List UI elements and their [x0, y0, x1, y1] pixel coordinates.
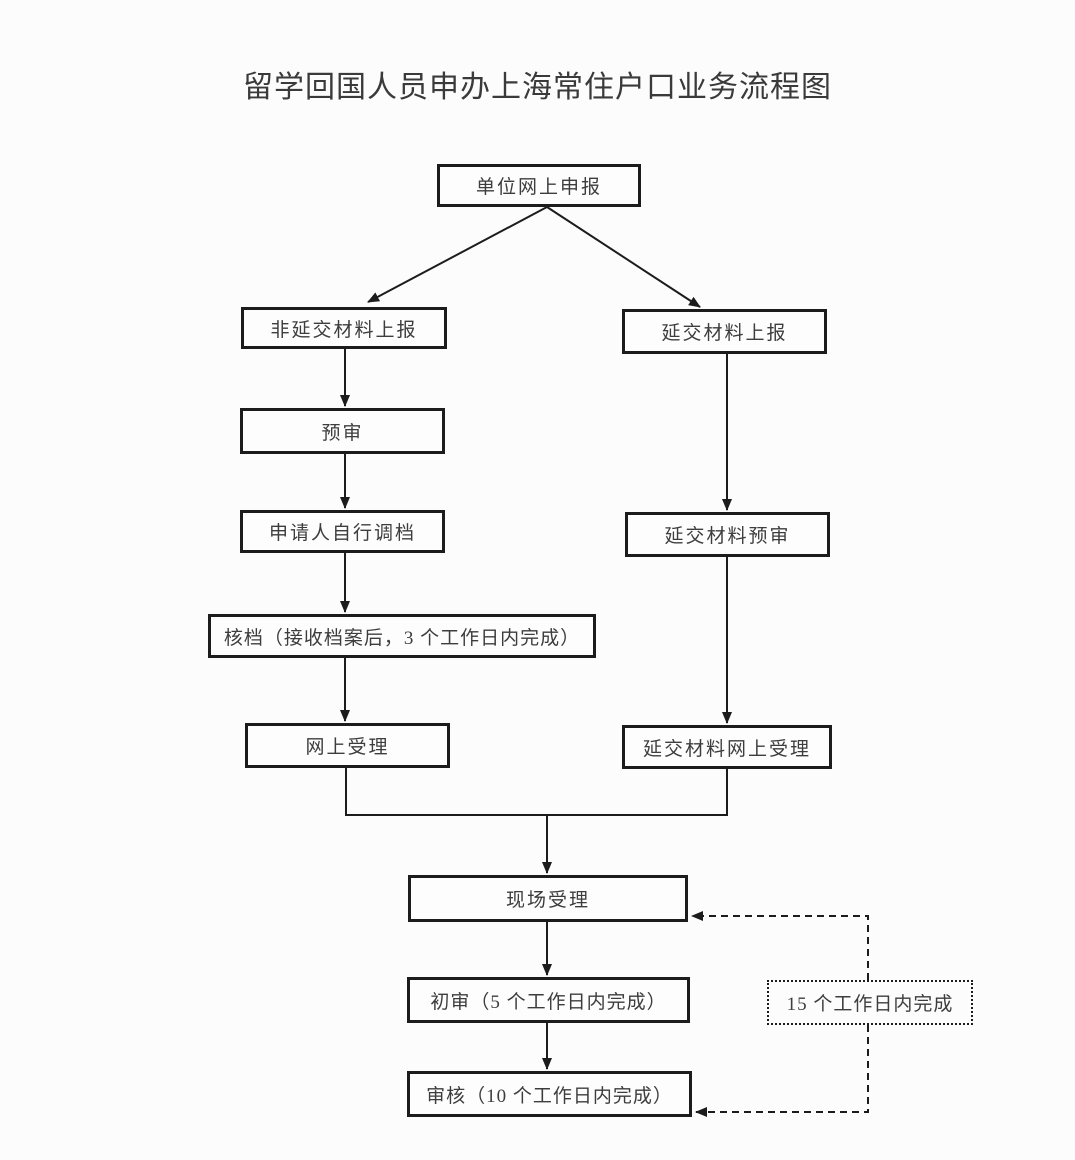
node-online-acceptance: 网上受理 [245, 723, 450, 768]
node-delayed-material-pre-review: 延交材料预审 [625, 512, 830, 557]
node-unit-online-declare: 单位网上申报 [437, 164, 641, 207]
arrow-unit-to-non-delayed [367, 206, 548, 303]
node-deadline-note: 15 个工作日内完成 [767, 980, 973, 1025]
node-archive-check: 核档（接收档案后，3 个工作日内完成） [208, 614, 596, 658]
node-first-review: 初审（5 个工作日内完成） [407, 977, 690, 1023]
node-final-review: 审核（10 个工作日内完成） [407, 1071, 692, 1117]
merge-line [345, 768, 728, 816]
node-pre-review: 预审 [240, 408, 445, 454]
dashed-arrow-deadline-to-final-review [695, 1025, 869, 1117]
dashed-arrow-deadline-to-onsite [691, 911, 869, 980]
node-onsite-acceptance: 现场受理 [408, 875, 688, 922]
node-non-delayed-material-submit: 非延交材料上报 [241, 307, 447, 349]
node-delayed-material-online-acceptance: 延交材料网上受理 [622, 725, 832, 769]
page-title: 留学回国人员申办上海常住户口业务流程图 [243, 71, 832, 104]
node-self-archive-transfer: 申请人自行调档 [240, 510, 445, 553]
node-delayed-material-submit: 延交材料上报 [622, 309, 827, 354]
arrow-unit-to-delayed [546, 206, 701, 308]
